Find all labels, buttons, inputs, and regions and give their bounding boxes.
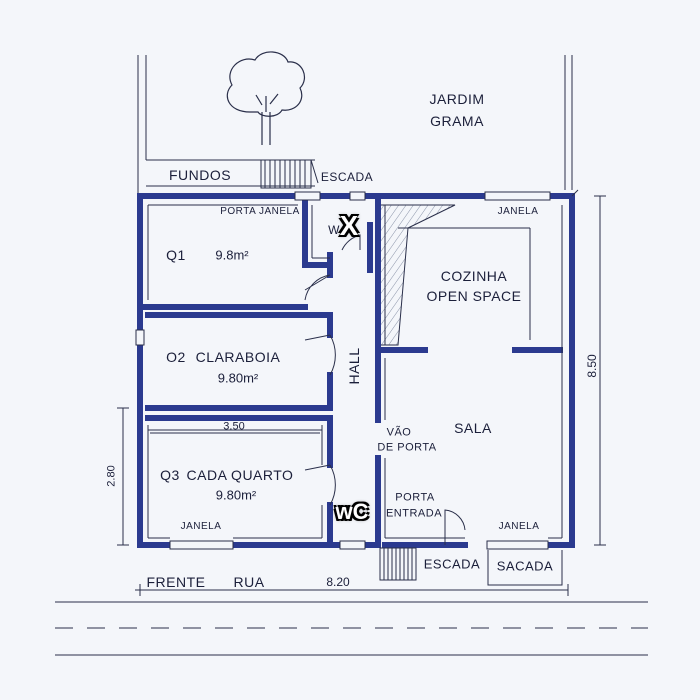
q1-area: 9.8m² (215, 247, 249, 263)
wc-bottom-marker: wC (335, 499, 369, 524)
wc-top-marker: X (339, 210, 359, 241)
stairs-top-icon (260, 159, 319, 189)
width-dimension: 8.20 (326, 575, 350, 589)
rua-label: RUA (233, 574, 265, 590)
q3-janela-label: JANELA (180, 521, 222, 532)
porta-entrada-line1: PORTA (395, 491, 435, 504)
fundos-label: FUNDOS (168, 167, 232, 183)
q1-porta-janela-label: PORTA JANELA (220, 206, 300, 217)
q3-note: CADA QUARTO (186, 467, 294, 483)
escada-top-label: ESCADA (320, 170, 374, 184)
height-dimension: 8.50 (585, 354, 599, 378)
stairs-bottom-icon (379, 547, 417, 581)
q2-area: 9.80m² (217, 370, 259, 386)
q3-area: 9.80m² (215, 487, 257, 503)
street (55, 601, 648, 656)
cozinha-janela-label: JANELA (497, 206, 539, 217)
garden-label-line1: JARDIM (429, 91, 485, 107)
walls (137, 193, 575, 548)
q3-width-dimension: 3.50 (223, 420, 245, 433)
sala-janela-label: JANELA (498, 521, 540, 532)
dimension-lines (117, 189, 606, 596)
q3-height-dimension: 2.80 (105, 465, 118, 487)
q2-note: CLARABOIA (195, 349, 281, 365)
doors (304, 234, 466, 545)
windows (135, 191, 551, 550)
q2-name: O2 (166, 349, 186, 365)
porta-entrada-line2: ENTRADA (385, 507, 443, 520)
q1-name: Q1 (166, 247, 186, 263)
wall-inner-lines (147, 204, 563, 539)
escada-bottom-label: ESCADA (423, 556, 481, 572)
cozinha-label-line2: OPEN SPACE (426, 288, 522, 304)
vao-label-line2: DE PORTA (377, 441, 437, 454)
sala-label: SALA (454, 420, 492, 436)
wc-top-label: W (328, 223, 340, 237)
cozinha-label-line1: COZINHA (440, 268, 508, 284)
lot-boundary (137, 55, 573, 195)
frente-label: FRENTE (146, 574, 206, 590)
vao-label-line1: VÃO (386, 426, 412, 439)
garden-label-line2: GRAMA (430, 113, 484, 129)
q3-name: Q3 (160, 467, 180, 483)
balcony (487, 550, 563, 586)
hall-label: HALL (346, 347, 362, 385)
tree-icon (226, 51, 305, 145)
sacada-label: SACADA (496, 558, 554, 574)
